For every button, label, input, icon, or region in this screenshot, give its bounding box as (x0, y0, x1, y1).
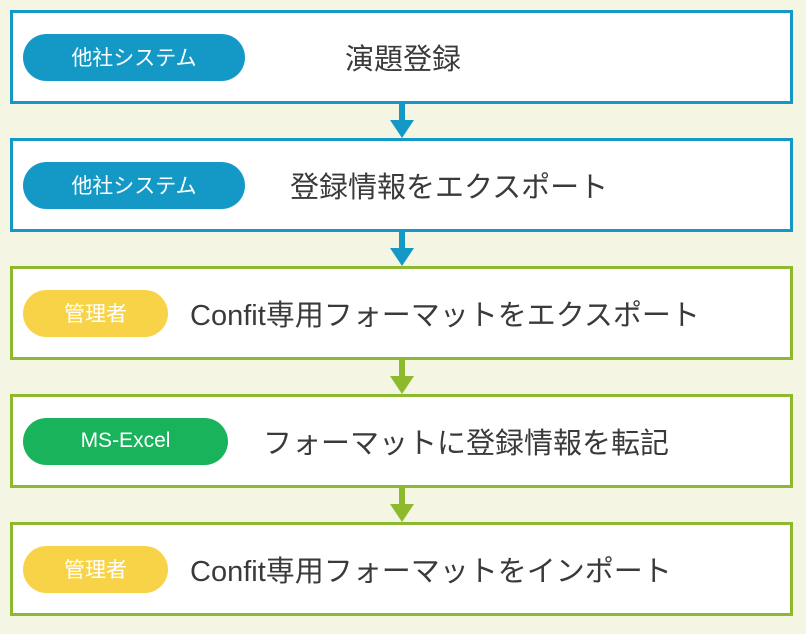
actor-badge: 他社システム (23, 33, 245, 81)
actor-badge: 管理者 (23, 289, 168, 337)
flow-step-export-confit-format: 管理者 Confit専用フォーマットをエクスポート (10, 266, 793, 360)
actor-badge: 他社システム (23, 161, 245, 209)
actor-badge: MS-Excel (23, 417, 228, 465)
arrow-stem (398, 232, 405, 248)
flow-step-entry-registration: 他社システム 演題登録 (10, 10, 793, 104)
arrow-head (389, 248, 414, 266)
step-label: Confit専用フォーマットをインポート (190, 556, 672, 588)
arrow-stem (398, 360, 405, 376)
step-label: 登録情報をエクスポート (290, 172, 609, 204)
flow-step-export-registration-info: 他社システム 登録情報をエクスポート (10, 138, 793, 232)
arrow-stem (398, 104, 405, 120)
flow-step-import-confit-format: 管理者 Confit専用フォーマットをインポート (10, 522, 793, 616)
arrow-stem (398, 488, 405, 504)
arrow-head (389, 504, 414, 522)
step-label: 演題登録 (345, 44, 462, 76)
step-label: Confit専用フォーマットをエクスポート (190, 300, 700, 332)
down-arrow-icon (10, 104, 793, 138)
down-arrow-icon (10, 488, 793, 522)
down-arrow-icon (10, 232, 793, 266)
actor-badge: 管理者 (23, 545, 168, 593)
down-arrow-icon (10, 360, 793, 394)
flow-step-transcribe-to-format: MS-Excel フォーマットに登録情報を転記 (10, 394, 793, 488)
arrow-head (389, 120, 414, 138)
step-label: フォーマットに登録情報を転記 (263, 428, 670, 460)
arrow-head (389, 376, 414, 394)
